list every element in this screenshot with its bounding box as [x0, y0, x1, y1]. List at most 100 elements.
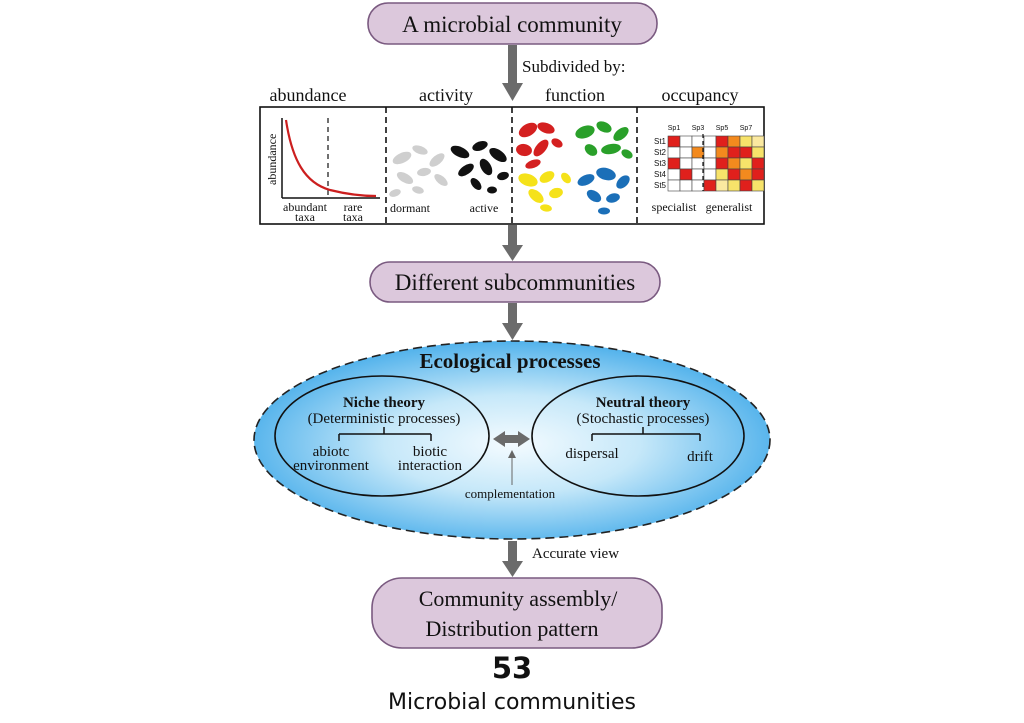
- occupancy-cell: [703, 157, 717, 170]
- abundance-curve: [284, 119, 377, 198]
- arrow-panel-to-middle: [502, 225, 523, 261]
- occupancy-cell: [679, 157, 693, 170]
- rare-taxa-label: taxa: [343, 210, 364, 224]
- occupancy-cell: [691, 157, 705, 170]
- occupancy-col-label: Sp1: [668, 125, 681, 132]
- occupancy-cell: [691, 146, 705, 159]
- occupancy-col-label: Sp3: [692, 125, 705, 132]
- subdivided-label: Subdivided by:: [522, 57, 625, 76]
- top-box: A microbial community: [367, 2, 658, 45]
- middle-box: Different subcommunities: [369, 261, 661, 303]
- occupancy-cell: [727, 157, 741, 170]
- middle-box-label: Different subcommunities: [395, 270, 635, 295]
- occupancy-cell: [751, 135, 765, 148]
- generalist-label: generalist: [706, 200, 753, 214]
- niche-left-line2: environment: [293, 458, 370, 474]
- active-cells: [450, 140, 509, 194]
- occupancy-cell: [739, 168, 753, 181]
- complementation-pointer: [508, 450, 516, 485]
- occupancy-cell: [751, 157, 765, 170]
- neutral-left: dispersal: [565, 446, 618, 462]
- occupancy-cell: [715, 168, 729, 181]
- occupancy-cell: [691, 179, 705, 192]
- occupancy-cell: [739, 135, 753, 148]
- occupancy-cell: [691, 135, 705, 148]
- occupancy-cell: [703, 179, 717, 192]
- occupancy-cell: [679, 135, 693, 148]
- function-panel: [516, 121, 633, 215]
- yellow-group: [518, 171, 571, 212]
- occupancy-cell: [739, 146, 753, 159]
- ecological-processes-ellipse: Ecological processes Niche theory (Deter…: [253, 340, 771, 540]
- occupancy-title: occupancy: [662, 85, 739, 105]
- occupancy-column-labels: Sp1 Sp3 Sp5 Sp7: [668, 125, 753, 132]
- dormant-cells: [389, 145, 448, 197]
- bottom-box-line2: Distribution pattern: [426, 616, 599, 641]
- occupancy-row-label: St4: [654, 170, 667, 179]
- abundant-label: abundant: [283, 200, 328, 214]
- arrow-middle-to-ellipse: [502, 303, 523, 340]
- occupancy-cell: [751, 146, 765, 159]
- neutral-theory-group: Neutral theory (Stochastic processes) di…: [531, 375, 745, 497]
- occupancy-cell: [679, 168, 693, 181]
- occupancy-cell: [667, 146, 681, 159]
- occupancy-cell: [679, 179, 693, 192]
- occupancy-cell: [691, 168, 705, 181]
- niche-left-line1: abiotc: [313, 444, 350, 460]
- occupancy-cell: [667, 179, 681, 192]
- abundance-panel: abundance abundant taxa rare taxa: [265, 118, 380, 224]
- occupancy-cell: [667, 157, 681, 170]
- accurate-view-label: Accurate view: [532, 546, 619, 562]
- niche-theory-group: Niche theory (Deterministic processes) a…: [274, 375, 490, 497]
- occupancy-cell: [739, 179, 753, 192]
- occupancy-row-label: St5: [654, 181, 667, 190]
- abundance-title: abundance: [270, 85, 347, 105]
- blue-group: [577, 167, 630, 215]
- occupancy-grid: [667, 135, 765, 192]
- activity-title: activity: [419, 85, 473, 105]
- complementation-double-arrow: [493, 431, 530, 447]
- occupancy-col-label: Sp5: [716, 125, 729, 132]
- occupancy-cell: [679, 146, 693, 159]
- ellipse-title: Ecological processes: [419, 349, 600, 373]
- red-group: [516, 122, 563, 169]
- occupancy-cell: [703, 135, 717, 148]
- occupancy-row-label: St2: [654, 148, 667, 157]
- occupancy-row-label: St3: [654, 159, 667, 168]
- occupancy-cell: [667, 135, 681, 148]
- slide-caption: Microbial communities: [387, 690, 637, 715]
- occupancy-cell: [715, 135, 729, 148]
- occupancy-cell: [727, 168, 741, 181]
- green-group: [575, 121, 633, 159]
- occupancy-cell: [727, 135, 741, 148]
- top-box-label: A microbial community: [402, 12, 622, 37]
- specialist-label: specialist: [652, 200, 697, 214]
- niche-subtitle: (Deterministic processes): [308, 411, 461, 427]
- occupancy-cell: [703, 168, 717, 181]
- occupancy-cell: [667, 168, 681, 181]
- activity-panel: dormant active: [389, 140, 509, 215]
- arrow-ellipse-to-bottom: [502, 541, 523, 577]
- complementation-label: complementation: [465, 486, 556, 501]
- dormant-label: dormant: [390, 201, 431, 215]
- niche-right-line1: biotic: [413, 444, 448, 460]
- occupancy-cell: [727, 146, 741, 159]
- occupancy-cell: [727, 179, 741, 192]
- slide-number: 53: [491, 651, 533, 685]
- occupancy-cell: [715, 157, 729, 170]
- arrow-top-to-panel: [502, 45, 523, 101]
- niche-right-line2: interaction: [398, 458, 463, 474]
- function-title: function: [545, 85, 605, 105]
- occupancy-col-label: Sp7: [740, 125, 753, 132]
- bottom-box: Community assembly/ Distribution pattern: [371, 577, 663, 649]
- occupancy-cell: [703, 146, 717, 159]
- occupancy-cell: [715, 146, 729, 159]
- occupancy-cell: [715, 179, 729, 192]
- rare-label: rare: [344, 200, 363, 214]
- bottom-box-line1: Community assembly/: [419, 586, 619, 611]
- occupancy-cell: [751, 168, 765, 181]
- neutral-title: Neutral theory: [596, 395, 691, 411]
